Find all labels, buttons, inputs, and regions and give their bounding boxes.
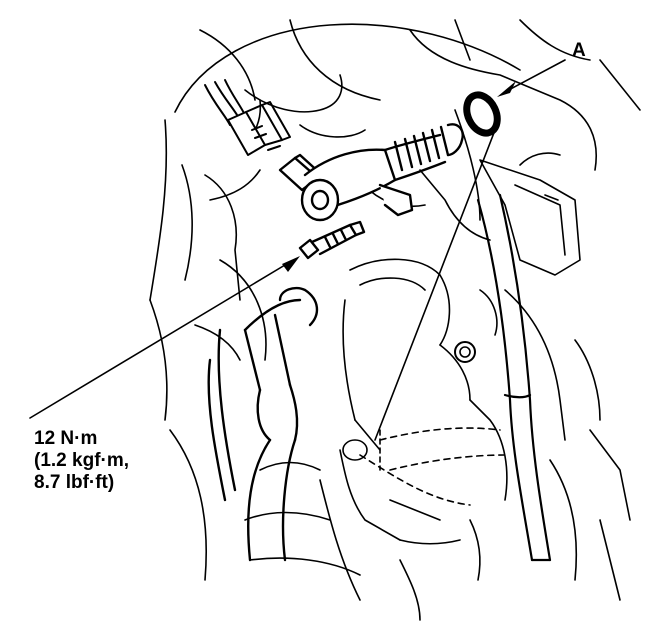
o-ring-a bbox=[463, 91, 501, 137]
torque-line-1: 12 N·m bbox=[34, 428, 98, 449]
callout-a-label: A bbox=[572, 40, 586, 61]
engine-background bbox=[149, 19, 641, 621]
torque-spec-label: 12 N·m (1.2 kgf·m, 8.7 lbf·ft) bbox=[34, 428, 129, 494]
oil-control-solenoid bbox=[278, 123, 464, 260]
wire-harness bbox=[204, 79, 291, 156]
leader-lines bbox=[29, 59, 566, 441]
torque-line-3: 8.7 lbf·ft) bbox=[34, 472, 115, 493]
torque-line-2: (1.2 kgf·m, bbox=[34, 450, 130, 471]
coolant-pipe bbox=[476, 193, 552, 562]
arrowheads bbox=[282, 81, 516, 272]
hose bbox=[207, 286, 319, 562]
